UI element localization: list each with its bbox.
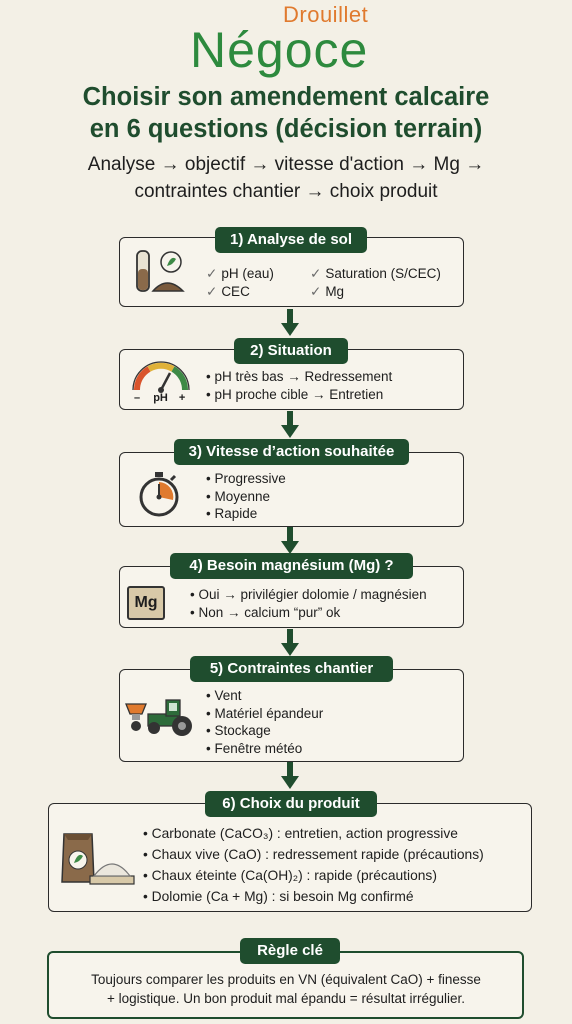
list-item: • Chaux éteinte (Ca(OH)₂) : rapide (préc… — [143, 868, 437, 883]
list-item: • Non → calcium “pur” ok — [190, 604, 341, 620]
subtitle-line-1: Analyse → objectif → vitesse d'action → … — [87, 154, 485, 175]
list-item: • Moyenne — [206, 488, 271, 504]
logo-negoce: Négoce — [190, 22, 369, 78]
tractor-spreader-icon — [125, 699, 192, 736]
subtitle-line-2: contraintes chantier → choix produit — [134, 181, 438, 202]
rule-line-2: + logistique. Un bon produit mal épandu … — [107, 991, 465, 1006]
list-item: ✓Mg — [310, 283, 345, 299]
list-item: • pH très bas → Redressement — [206, 369, 393, 384]
list-item: • Vent — [206, 688, 242, 703]
list-item: • Rapide — [206, 506, 258, 521]
list-item: • Carbonate (CaCO₃) : entretien, action … — [143, 826, 458, 841]
list-item: • Progressive — [206, 471, 286, 486]
gauge-scale: – pH + — [134, 392, 190, 404]
logo-drouillet: Drouillet — [283, 2, 369, 27]
step-1-list-left: ✓pH (eau) ✓CEC — [206, 265, 274, 300]
step-3-list: • Progressive • Moyenne • Rapide — [206, 470, 286, 523]
rule-line-1: Toujours comparer les produits en VN (éq… — [91, 972, 481, 987]
page-title-line-1: Choisir son amendement calcaire — [82, 83, 490, 111]
list-item: • Dolomie (Ca + Mg) : si besoin Mg confi… — [143, 889, 414, 904]
check-icon: ✓ — [310, 266, 322, 281]
gauge-plus-label: + — [178, 392, 186, 404]
check-icon: ✓ — [310, 283, 322, 299]
list-item: ✓Saturation (S/CEC) — [310, 266, 441, 281]
step-3-label: 3) Vitesse d’action souhaitée — [174, 439, 409, 465]
product-bags-icon — [61, 833, 135, 885]
rule-label: Règle clé — [240, 938, 340, 964]
brand-logo: Drouillet Négoce — [0, 0, 572, 82]
step-2-list: • pH très bas → Redressement • pH proche… — [206, 368, 392, 403]
stopwatch-icon — [139, 472, 179, 517]
list-item: • Fenêtre météo — [206, 740, 303, 756]
arrow-down-icon — [281, 527, 299, 554]
gauge-ph-label: pH — [153, 392, 168, 404]
step-6-list: • Carbonate (CaCO₃) : entretien, action … — [143, 823, 484, 907]
list-item: ✓CEC — [206, 283, 250, 299]
step-6-box — [48, 803, 532, 912]
page-title-line-2: en 6 questions (décision terrain) — [89, 115, 483, 143]
list-item: • Stockage — [206, 723, 271, 738]
step-5-list: • Vent • Matériel épandeur • Stockage • … — [206, 687, 323, 757]
arrow-down-icon — [281, 411, 299, 438]
check-icon: ✓ — [206, 283, 218, 299]
step-4-label: 4) Besoin magnésium (Mg) ? — [170, 553, 413, 579]
check-icon: ✓ — [206, 266, 218, 281]
list-item: • pH proche cible → Entretien — [206, 386, 384, 402]
rule-text: Toujours comparer les produits en VN (éq… — [58, 970, 514, 1008]
magnesium-icon: Mg — [127, 586, 165, 620]
step-1-list-right: ✓Saturation (S/CEC) ✓Mg — [310, 265, 441, 300]
list-item: • Oui → privilégier dolomie / magnésien — [190, 587, 427, 602]
arrow-down-icon — [281, 629, 299, 656]
soil-sample-icon — [136, 250, 185, 292]
step-4-list: • Oui → privilégier dolomie / magnésien … — [190, 586, 427, 621]
step-1-label: 1) Analyse de sol — [215, 227, 367, 253]
list-item: • Chaux vive (CaO) : redressement rapide… — [143, 847, 484, 862]
arrow-down-icon — [281, 309, 299, 336]
step-6-label: 6) Choix du produit — [205, 791, 377, 817]
arrow-down-icon — [281, 762, 299, 789]
list-item: • Matériel épandeur — [206, 705, 324, 721]
ph-gauge-icon — [132, 361, 190, 393]
gauge-minus-label: – — [134, 392, 141, 404]
list-item: ✓pH (eau) — [206, 266, 274, 281]
step-5-label: 5) Contraintes chantier — [190, 656, 393, 682]
step-2-label: 2) Situation — [234, 338, 348, 364]
